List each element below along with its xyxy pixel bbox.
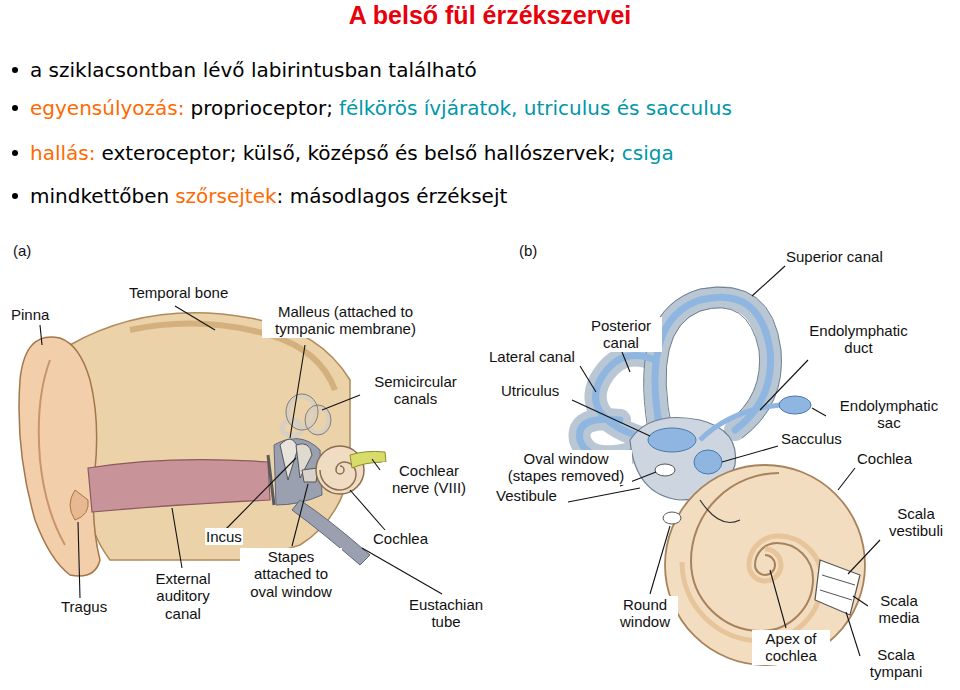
bullet-text: : másodlagos érzéksejt	[277, 184, 508, 208]
part-label: Semicircular canals	[362, 373, 469, 408]
part-label: Vestibule	[495, 487, 558, 504]
tympanic-membrane	[268, 455, 274, 505]
oval-window	[655, 464, 675, 476]
part-label: Utriculus	[500, 382, 560, 399]
part-label: Apex of cochlea	[752, 630, 830, 665]
bullet-text: egyensúlyozás:	[30, 96, 184, 120]
bony-labyrinth-edge	[644, 287, 782, 438]
membranous-labyrinth	[580, 297, 771, 456]
part-label: Pinna	[10, 306, 50, 323]
part-label: Endolymphatic duct	[800, 322, 917, 357]
part-label: Superior canal	[785, 248, 884, 265]
bony-labyrinth	[580, 297, 771, 456]
pinna-fold	[39, 360, 65, 545]
part-label: Tragus	[60, 598, 108, 615]
bullet-line: egyensúlyozás:proprioceptor; félkörös ívj…	[30, 96, 732, 120]
sacculus-sac	[694, 450, 722, 474]
middle-ear	[274, 439, 322, 505]
bullet-line: a sziklacsontban lévő labirintusban talá…	[30, 58, 477, 82]
bullet-text: hallás:	[30, 141, 95, 165]
part-label: Cochlear nerve (VIII)	[382, 462, 476, 497]
part-label: Oval window (stapes removed)	[500, 450, 632, 485]
round-window	[663, 512, 681, 524]
cochlea-spiral-b-inner	[682, 536, 822, 641]
part-label: External auditory canal	[145, 570, 221, 622]
part-label: Incus	[205, 528, 243, 545]
endolymphatic-duct	[700, 405, 780, 440]
part-label: Endolymphatic sac	[828, 397, 950, 432]
part-label: Scala tympani	[862, 646, 930, 681]
part-label: Round window	[612, 596, 678, 631]
bullet-text: proprioceptor;	[190, 96, 332, 120]
bullet-text: mindkettőben	[30, 184, 169, 208]
part-label: Cochlea	[372, 530, 429, 547]
part-label: Malleus (attached to tympanic membrane)	[262, 303, 429, 338]
bullet-text: csiga	[622, 141, 674, 165]
bullet-dot	[12, 150, 18, 156]
cochlear-nerve	[350, 451, 386, 468]
bullet-text: félkörös ívjáratok, utriculus és sacculu…	[339, 96, 732, 120]
part-label: Temporal bone	[128, 284, 229, 301]
bullet-line: hallás:exteroceptor; külső, középső és b…	[30, 141, 674, 165]
part-label: Sacculus	[780, 430, 843, 447]
bullet-dot	[12, 105, 18, 111]
part-label: Lateral canal	[488, 348, 576, 365]
leader-lines	[40, 266, 880, 656]
panel-letter: (b)	[518, 242, 538, 259]
panel-letter: (a)	[12, 242, 32, 259]
bullet-text: a sziklacsontban lévő labirintusban talá…	[30, 58, 477, 82]
bullet-dot	[12, 193, 18, 199]
bullet-line: mindkettőbenszőrsejtek: másodlagos érzék…	[30, 184, 507, 208]
bullet-text: szőrsejtek	[175, 184, 276, 208]
cochlea-spiral-a	[320, 462, 356, 490]
malleus	[280, 439, 298, 480]
part-label: Posterior canal	[580, 317, 662, 352]
part-label: Eustachian tube	[400, 596, 492, 631]
tragus	[70, 490, 88, 520]
part-label: Scala vestibuli	[882, 505, 950, 540]
pinna	[19, 337, 100, 576]
temporal-bone	[70, 313, 350, 560]
endolymphatic-sac	[779, 396, 811, 414]
part-label: Cochlea	[856, 450, 913, 467]
semicircular-canals-outline	[286, 394, 331, 435]
utriculus-sac	[648, 428, 696, 452]
flow-arrow	[700, 500, 740, 523]
cochlea-cut-ducts	[820, 575, 855, 600]
cochlea-b	[665, 465, 865, 665]
external-auditory-canal	[88, 460, 270, 512]
bullet-dot	[12, 67, 18, 73]
part-label: Stapes attached to oval window	[240, 548, 342, 600]
slide-title: A belső fül érzékszervei	[0, 0, 960, 30]
bullet-text: exteroceptor; külső, középső és belső ha…	[101, 141, 615, 165]
part-label: Scala media	[868, 592, 930, 627]
